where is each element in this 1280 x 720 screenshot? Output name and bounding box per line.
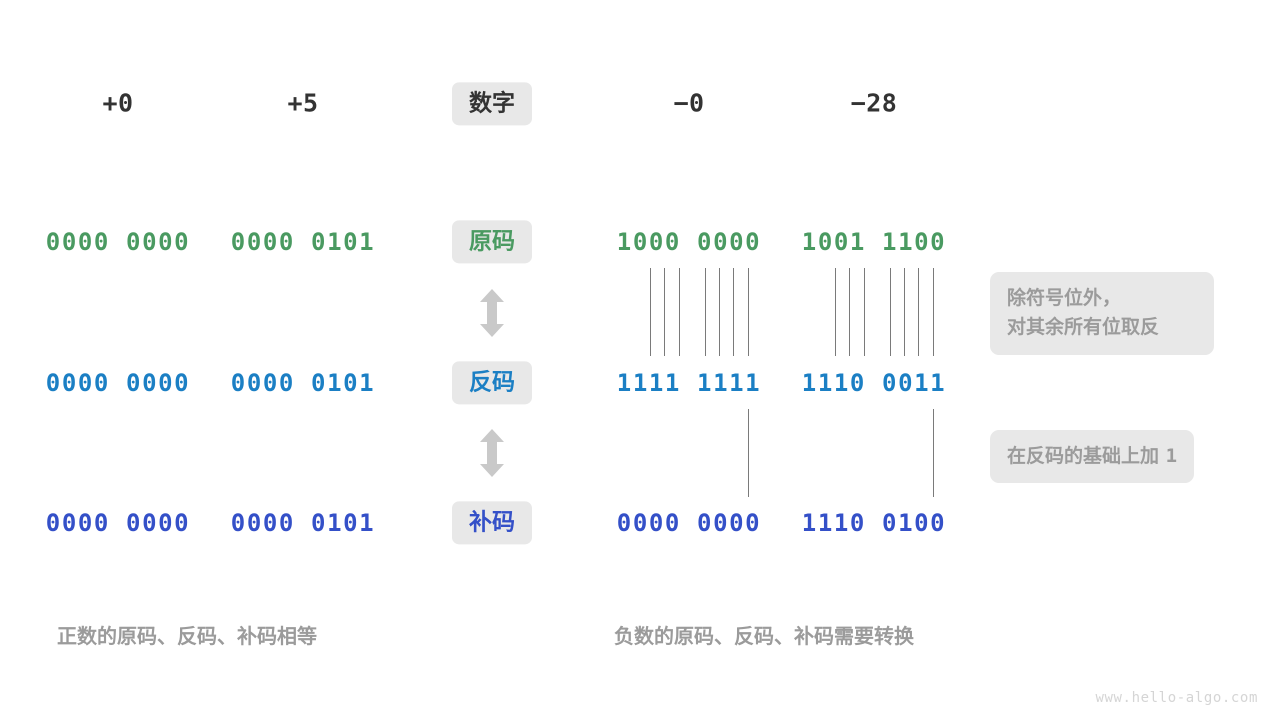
row-label-ones-complement: 反码: [452, 361, 532, 405]
caption-positive: 正数的原码、反码、补码相等: [57, 624, 317, 648]
invert-tick-minus28-b4: [864, 268, 865, 356]
bits-sign-magnitude-plus0: 0000 0000: [45, 228, 191, 256]
invert-tick-minus28-b7: [918, 268, 919, 356]
invert-tick-minus28-b6: [904, 268, 905, 356]
invert-tick-minus0-b6: [719, 268, 720, 356]
addone-tick-minus0-b8: [748, 409, 749, 497]
row-label-twos-complement: 补码: [452, 501, 532, 545]
bits-ones-complement-plus5: 0000 0101: [230, 369, 376, 397]
bits-twos-complement-minus28: 1110 0100: [801, 509, 947, 537]
invert-tick-minus28-b8: [933, 268, 934, 356]
bits-sign-magnitude-minus28: 1001 1100: [801, 228, 947, 256]
invert-tick-minus0-b7: [733, 268, 734, 356]
row-label-sign-magnitude: 原码: [452, 220, 532, 264]
invert-tick-minus28-b3: [849, 268, 850, 356]
row-label-sign-magnitude-text: 原码: [452, 220, 532, 264]
bits-twos-complement-plus5: 0000 0101: [230, 509, 376, 537]
bits-sign-magnitude-plus5: 0000 0101: [230, 228, 376, 256]
column-header-plus0: +0: [102, 88, 134, 118]
column-header-plus5: +5: [287, 88, 319, 118]
bits-sign-magnitude-minus0: 1000 0000: [616, 228, 762, 256]
row-header-badge: 数字: [452, 82, 532, 126]
invert-tick-minus28-b2: [835, 268, 836, 356]
invert-tick-minus0-b8: [748, 268, 749, 356]
row-label-ones-complement-text: 反码: [452, 361, 532, 405]
note-add-one-value: 1: [1165, 445, 1178, 467]
invert-tick-minus28-b5: [890, 268, 891, 356]
invert-tick-minus0-b5: [705, 268, 706, 356]
invert-tick-minus0-b3: [664, 268, 665, 356]
double-arrow-icon-sign-to-ones: [479, 289, 505, 337]
column-header-minus0: −0: [673, 88, 705, 118]
bits-twos-complement-minus0: 0000 0000: [616, 509, 762, 537]
bits-ones-complement-minus0: 1111 1111: [616, 369, 762, 397]
addone-tick-minus28-b8: [933, 409, 934, 497]
watermark: www.hello-algo.com: [1095, 690, 1258, 706]
column-header-minus28: −28: [850, 88, 898, 118]
note-add-one: 在反码的基础上加 1: [990, 430, 1195, 484]
title-badge-label: 数字: [452, 82, 532, 126]
bits-twos-complement-plus0: 0000 0000: [45, 509, 191, 537]
bits-ones-complement-minus28: 1110 0011: [801, 369, 947, 397]
row-label-twos-complement-text: 补码: [452, 501, 532, 545]
double-arrow-icon-ones-to-twos: [479, 429, 505, 477]
caption-negative: 负数的原码、反码、补码需要转换: [614, 624, 914, 648]
bits-ones-complement-plus0: 0000 0000: [45, 369, 191, 397]
invert-tick-minus0-b4: [679, 268, 680, 356]
invert-tick-minus0-b2: [650, 268, 651, 356]
note-add-one-text: 在反码的基础上加: [1007, 445, 1166, 467]
note-invert-bits: 除符号位外， 对其余所有位取反: [990, 272, 1214, 355]
